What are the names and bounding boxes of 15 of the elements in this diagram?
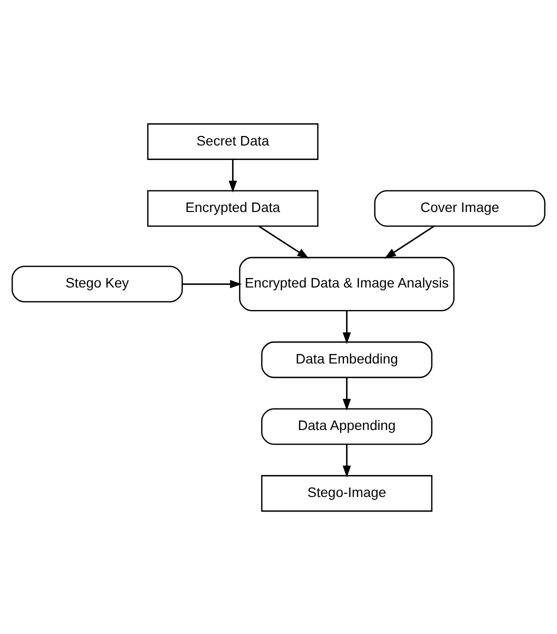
arrow — [342, 444, 351, 477]
arrow — [342, 377, 351, 410]
node-box: Data Appending — [261, 408, 432, 444]
node-box: Encrypted Data — [147, 190, 318, 226]
arrow — [384, 225, 435, 258]
arrow — [182, 279, 242, 288]
arrow — [342, 310, 351, 344]
arrow — [228, 159, 237, 192]
node-box: Data Embedding — [261, 340, 432, 378]
node-box: Stego Key — [12, 265, 183, 302]
node-box: Stego-Image — [261, 474, 432, 512]
node-box: Cover Image — [374, 190, 546, 226]
arrow — [258, 225, 310, 258]
node-box: Encrypted Data & Image Analysis — [239, 256, 455, 311]
node-box: Secret Data — [147, 122, 318, 160]
